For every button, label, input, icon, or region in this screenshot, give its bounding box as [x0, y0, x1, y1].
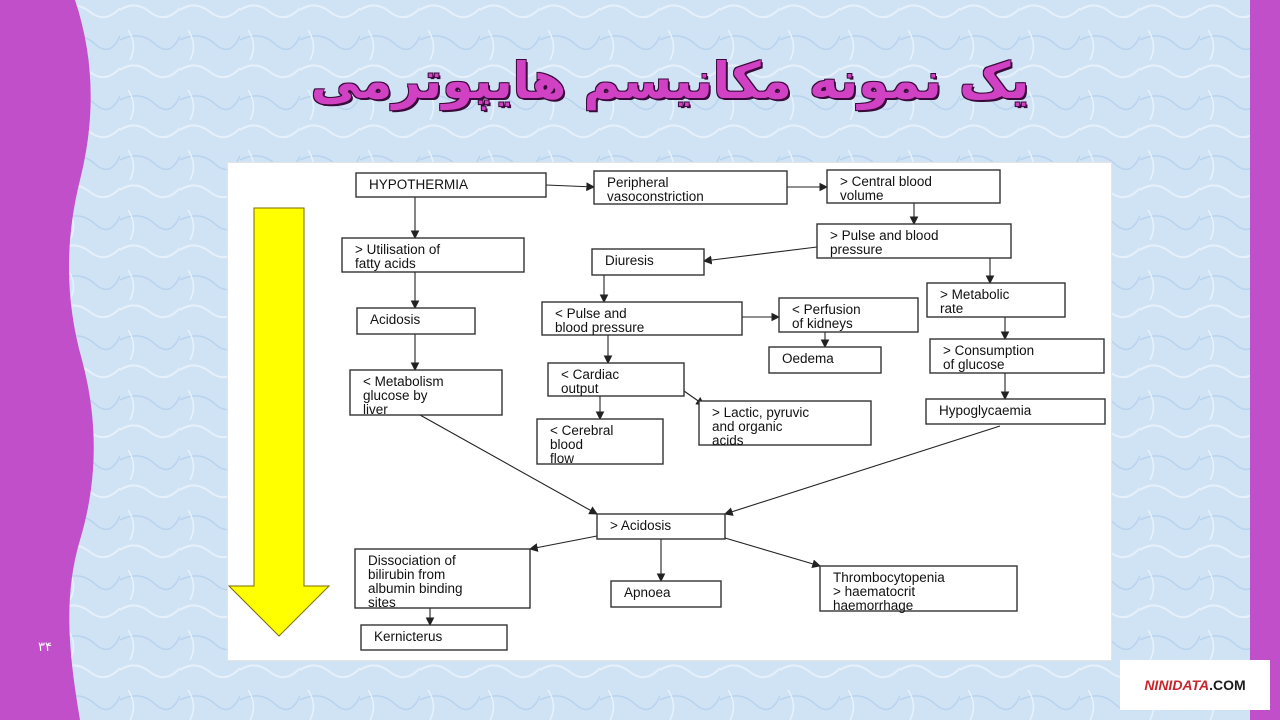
node-box [778, 297, 919, 333]
node-label: fatty acids [355, 256, 416, 271]
node-label: < Cardiac [561, 367, 619, 382]
node-label: Oedema [782, 351, 834, 366]
node-label: rate [940, 301, 963, 316]
node-hypoglycaemia: Hypoglycaemia [925, 398, 1106, 425]
node-box [819, 565, 1018, 612]
node-label: flow [550, 451, 574, 466]
node-label: output [561, 381, 599, 396]
node-diuresis: Diuresis [591, 248, 705, 276]
node-label: acids [712, 433, 744, 448]
node-box [698, 400, 872, 446]
node-label: albumin binding [368, 581, 463, 596]
node-box [929, 338, 1105, 374]
node-label: volume [840, 188, 884, 203]
node-box [341, 237, 525, 273]
node-hypothermia: HYPOTHERMIA [355, 172, 547, 198]
node-label: < Metabolism [363, 374, 444, 389]
node-box [356, 307, 476, 335]
node-box [355, 172, 547, 198]
node-label: Hypoglycaemia [939, 403, 1032, 418]
node-box [768, 346, 882, 374]
node-box [826, 169, 1001, 204]
node-label: > haematocrit [833, 584, 915, 599]
node-box [816, 223, 1012, 259]
node-label: Kernicterus [374, 629, 443, 644]
edge-hypoglycaemia-to-acidosis2 [723, 425, 1001, 516]
node-label: > Consumption [943, 343, 1034, 358]
node-label: < Pulse and [555, 306, 627, 321]
node-label: sites [368, 595, 396, 610]
node-label: > Metabolic [940, 287, 1010, 302]
node-label: < Cerebral [550, 423, 613, 438]
node-label: Peripheral [607, 175, 669, 190]
node-box [591, 248, 705, 276]
node-label: Diuresis [605, 253, 654, 268]
node-label: Thrombocytopenia [833, 570, 945, 585]
edge-hypothermia-to-peripheral [545, 182, 596, 192]
node-label: blood [550, 437, 583, 452]
node-label: bilirubin from [368, 567, 445, 582]
node-box [593, 170, 788, 205]
node-label: > Pulse and blood [830, 228, 938, 243]
node-label: vasoconstriction [607, 189, 704, 204]
node-apnoea: Apnoea [610, 580, 722, 608]
node-label: > Utilisation of [355, 242, 440, 257]
slide-title: یک نمونه مکانیسم هایپوترمی [310, 52, 1030, 110]
node-label: haemorrhage [833, 598, 913, 613]
node-box [596, 513, 726, 540]
node-box [925, 398, 1106, 425]
node-label: HYPOTHERMIA [369, 177, 468, 192]
node-label: of glucose [943, 357, 1005, 372]
node-label: > Acidosis [610, 518, 671, 533]
watermark-logo: NINIDATA.COM [1120, 660, 1270, 710]
node-oedema: Oedema [768, 346, 882, 374]
node-label: pressure [830, 242, 883, 257]
node-box [610, 580, 722, 608]
node-label: blood pressure [555, 320, 644, 335]
node-label: Apnoea [624, 585, 671, 600]
node-box [360, 624, 508, 651]
node-label: < Perfusion [792, 302, 861, 317]
node-label: > Lactic, pyruvic [712, 405, 809, 420]
node-label: of kidneys [792, 316, 853, 331]
edge-acidosis2-to-dissociation [528, 535, 598, 552]
node-label: > Central blood [840, 174, 932, 189]
yellow-down-arrow-icon [228, 207, 331, 637]
edge-pulse_bp_up-to-diuresis [702, 246, 818, 265]
node-kernicterus: Kernicterus [360, 624, 508, 651]
edge-metab_glucose-to-acidosis2 [419, 414, 598, 515]
edge-acidosis2-to-thrombo [724, 537, 822, 569]
node-box [536, 418, 664, 465]
node-label: glucose by [363, 388, 428, 403]
node-acidosis2: > Acidosis [596, 513, 726, 540]
node-label: liver [363, 402, 388, 417]
node-box [349, 369, 503, 416]
node-box [547, 362, 685, 397]
node-box [354, 548, 531, 609]
node-label: Acidosis [370, 312, 421, 327]
node-label: Dissociation of [368, 553, 456, 568]
node-acidosis1: Acidosis [356, 307, 476, 335]
node-label: and organic [712, 419, 783, 434]
page-number: ۳۴ [38, 640, 52, 655]
node-box [541, 301, 743, 336]
node-box [926, 282, 1066, 318]
